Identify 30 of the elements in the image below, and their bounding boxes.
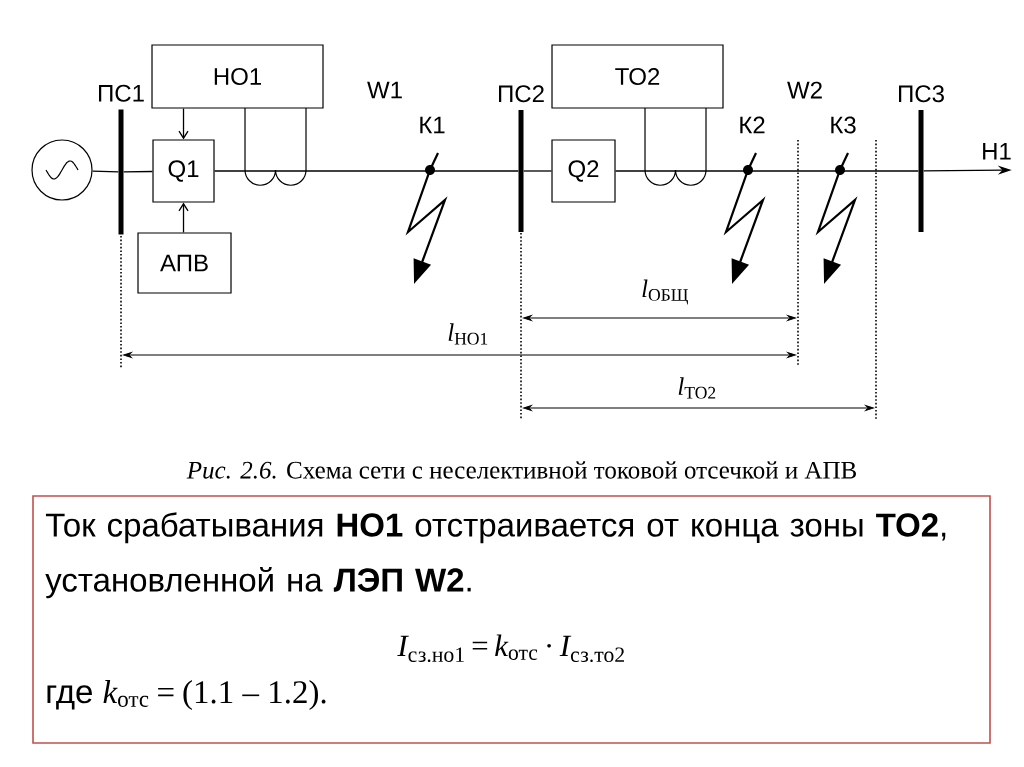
node-label: ПС2 xyxy=(499,85,544,103)
generator-symbol xyxy=(31,139,93,201)
text-box: Ток срабатывания НО1 отстраивается от конца зоны ТО2, установленной на ЛЭП W2. $\textit{I}_{\text{сз.но1}} \mathbin{\text{=}} \textit{k}_{\text{отс}} \mathbin{\text{·}} \textit{I}_{\text{сз.то2}}$ где $\textit{k}_{\text{отс}} \mathrel{\text{=}} \text{(1.1 – 1.2).}$ xyxy=(32,495,991,744)
device-box: АПВ xyxy=(137,232,232,294)
bus-bar: ПС1 xyxy=(99,84,144,235)
node-label: ПС1 xyxy=(99,84,144,102)
figure-caption: Рис. 2.6. Схема сети с неселективной токовой отсечкой и АПВ xyxy=(186,461,856,479)
connector-line xyxy=(178,202,189,234)
connector-line xyxy=(213,170,519,172)
node-label: ПС3 xyxy=(899,85,944,103)
line-label: W2 xyxy=(787,81,822,99)
device-box: Q2 xyxy=(551,139,616,203)
bus-bar: ПС3 xyxy=(899,85,944,232)
line-end-label: Н1 xyxy=(983,143,1011,160)
device-box: ТО2 xyxy=(551,44,724,109)
line-label: К2 xyxy=(740,116,765,134)
connector-line xyxy=(123,170,154,173)
device-box: Q1 xyxy=(152,139,215,203)
line-label: К1 xyxy=(420,116,445,134)
connector-line xyxy=(178,107,189,140)
dimension-label: l$_{ТО2}$ xyxy=(678,377,716,399)
bus-bar: ПС2 xyxy=(499,85,544,232)
line-label: W1 xyxy=(367,81,402,99)
line-label: К3 xyxy=(831,116,856,134)
connector-line xyxy=(614,170,919,172)
connector-line xyxy=(523,170,553,172)
device-box: НО1 xyxy=(151,44,324,109)
dimension-label: l$_{ОБЩ}$ xyxy=(642,279,688,305)
connector-line xyxy=(91,170,119,173)
dimension-label: l$_{НО1}$ xyxy=(448,323,488,345)
